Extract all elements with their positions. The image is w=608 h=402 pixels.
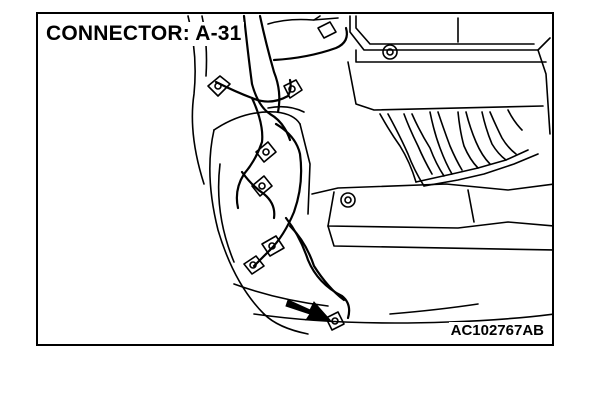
splash-shield <box>187 15 552 324</box>
connectors <box>207 21 345 331</box>
wiring-harness <box>214 14 351 320</box>
figure-code: AC102767AB <box>448 322 546 340</box>
pointer-arrow <box>285 299 332 321</box>
manifold-plate <box>311 183 552 251</box>
engine-bay-illustration <box>187 14 552 335</box>
engine-block <box>267 15 551 135</box>
connector-title: CONNECTOR: A-31 <box>44 22 244 46</box>
lower-body-lines <box>233 283 479 335</box>
intake-runners <box>379 109 539 187</box>
diagram-frame: CONNECTOR: A-31 AC102767AB <box>36 12 554 346</box>
